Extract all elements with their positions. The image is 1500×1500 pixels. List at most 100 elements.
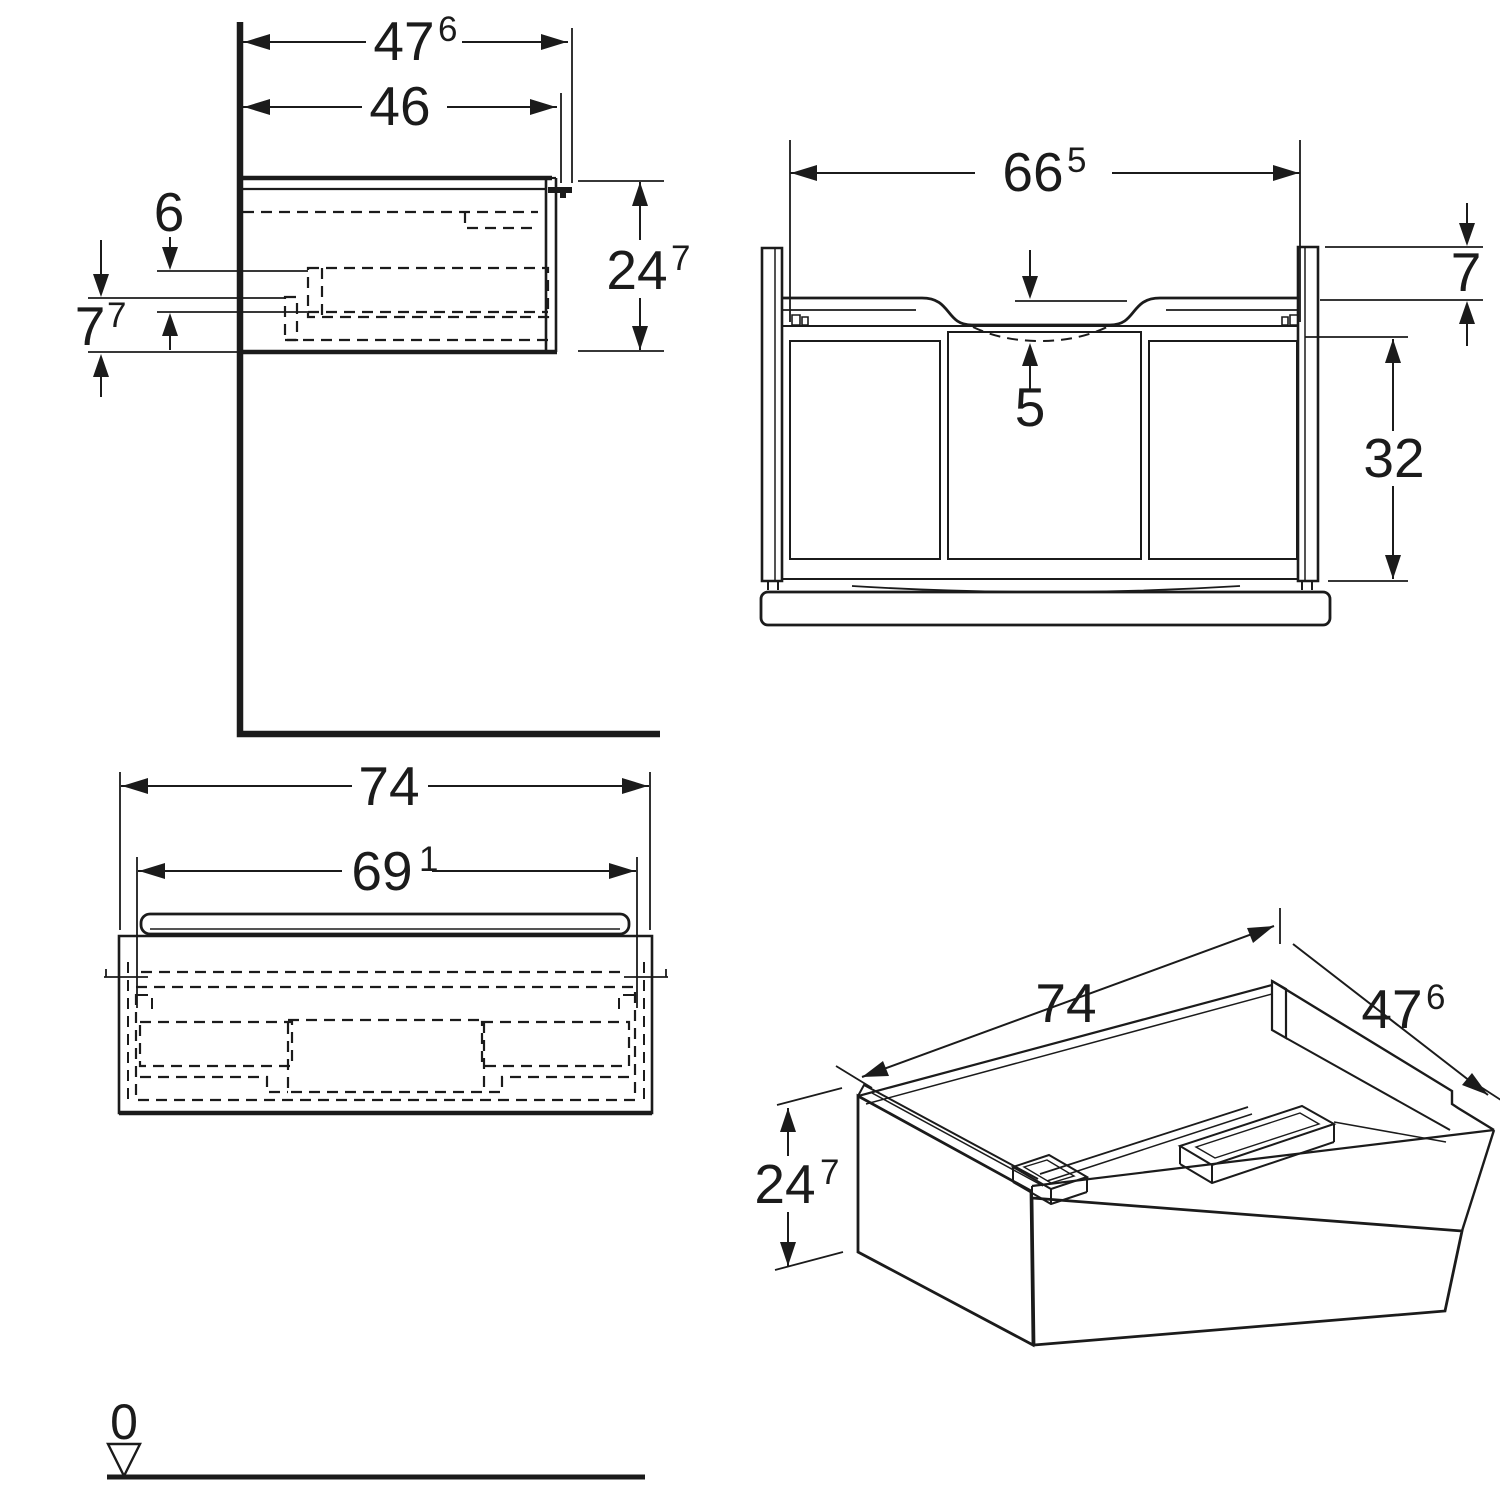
arrowhead-right xyxy=(1273,165,1299,181)
iso-dim-height: 24 7 xyxy=(754,1087,844,1271)
iso-floor-line-1 xyxy=(1039,1106,1249,1175)
arrowhead-up xyxy=(93,354,109,377)
iso-height-sup: 7 xyxy=(820,1153,839,1192)
arrowhead-left xyxy=(122,778,148,794)
iso-back-panel-top xyxy=(1271,979,1495,1132)
extension-stubs xyxy=(774,1087,844,1271)
iso-front-collar xyxy=(1010,1153,1090,1206)
arrowhead-right xyxy=(541,34,567,50)
arrowhead-right xyxy=(622,778,648,794)
arrowhead-up xyxy=(162,313,178,336)
arrowhead-right xyxy=(609,863,635,879)
perspective-view: 74 47 6 24 7 xyxy=(754,908,1500,1348)
front-right-clip xyxy=(1281,314,1299,326)
arrowhead-down xyxy=(1385,555,1401,579)
iso-front-face xyxy=(1030,1196,1464,1347)
dim-line xyxy=(1292,943,1489,1096)
front-inner-panel-middle xyxy=(947,331,1142,560)
iso-left-rail-inner xyxy=(871,1092,1044,1187)
plan-hidden-center-cutout xyxy=(286,1018,486,1094)
plan-dim-overall-width: 74 xyxy=(119,755,651,930)
front-dim-inner-clearance: 32 xyxy=(1305,336,1425,582)
plan-hinge-ticks xyxy=(104,969,668,978)
plan-inner-width-sup: 1 xyxy=(419,840,438,879)
side-cutout-height-label: 7 xyxy=(75,295,106,357)
side-cutout-offset-label: 6 xyxy=(154,181,185,243)
side-hidden-drawer-box xyxy=(306,266,550,319)
arrowhead-upper xyxy=(1247,926,1274,943)
extension-lines xyxy=(119,772,651,930)
side-height-label: 24 xyxy=(606,239,667,301)
front-dim-basin-recess: 5 xyxy=(1015,250,1127,438)
front-inner-panel-right xyxy=(1148,340,1298,560)
front-view: 66 5 7 5 32 xyxy=(759,140,1483,627)
datum-zero-label: 0 xyxy=(110,1394,138,1450)
front-dim-inner-width: 66 5 xyxy=(789,140,1301,322)
front-left-clip xyxy=(791,314,809,326)
arrowhead-up xyxy=(1459,301,1475,324)
dim-line xyxy=(861,925,1275,1078)
extension-lines xyxy=(136,857,638,1008)
plan-hidden-inner-wall xyxy=(134,985,637,1102)
plan-carcass-outline xyxy=(117,934,654,1115)
plan-hidden-left-box xyxy=(138,1020,294,1068)
side-overall-depth-sup: 6 xyxy=(438,10,457,49)
arrowhead-down xyxy=(93,274,109,297)
iso-floor-line-3 xyxy=(1333,1121,1447,1143)
front-inner-panel-left xyxy=(789,340,941,560)
front-drawer-front xyxy=(759,590,1332,627)
extension-stub-bottom xyxy=(1469,1079,1500,1101)
arrowhead-up xyxy=(1385,339,1401,363)
arrowhead-right xyxy=(530,99,556,115)
iso-depth-sup: 6 xyxy=(1426,978,1445,1017)
iso-height-label: 24 xyxy=(754,1153,815,1215)
arrowhead-left xyxy=(139,863,165,879)
iso-middle-collar-inner xyxy=(1194,1112,1321,1159)
arrowhead-lower xyxy=(862,1061,889,1077)
arrowhead-down xyxy=(1459,223,1475,246)
side-height-sup: 7 xyxy=(671,239,690,278)
iso-front-collar-inner xyxy=(1022,1159,1076,1184)
front-inner-clearance-label: 32 xyxy=(1363,427,1424,489)
extension-stub-bottom xyxy=(835,1065,873,1089)
iso-right-end-edge xyxy=(1460,1129,1496,1232)
side-section-view: 47 6 46 24 7 6 xyxy=(75,10,690,397)
arrowhead-down xyxy=(780,1242,796,1266)
side-dim-overall-depth: 47 6 xyxy=(243,10,573,183)
front-basin-recess-label: 5 xyxy=(1015,376,1046,438)
plan-hidden-corner-brackets xyxy=(137,994,634,1012)
front-left-panel xyxy=(760,246,784,583)
plan-view: 74 69 1 xyxy=(104,755,668,1116)
side-dim-height: 24 7 xyxy=(578,180,690,352)
plan-overall-width-label: 74 xyxy=(358,755,419,817)
plan-hidden-left-step xyxy=(140,1075,288,1094)
iso-middle-collar-top xyxy=(1177,1104,1337,1167)
plan-inner-width-label: 69 xyxy=(351,840,412,902)
side-body-depth-label: 46 xyxy=(369,75,430,137)
front-basin-rim-profile xyxy=(783,296,1297,327)
iso-back-rail-outer xyxy=(857,983,1273,1098)
front-inner-width-label: 66 xyxy=(1002,141,1063,203)
side-overall-depth-label: 47 xyxy=(373,10,434,72)
front-inner-width-sup: 5 xyxy=(1067,141,1086,180)
iso-depth-label: 47 xyxy=(1361,978,1422,1040)
side-handle-profile xyxy=(548,187,572,198)
extension-lines xyxy=(1320,246,1483,301)
side-hidden-recess-box xyxy=(283,295,299,342)
wall-line xyxy=(236,22,660,738)
side-dim-cutout-offset: 6 xyxy=(154,181,185,350)
wall-datum-line xyxy=(236,22,660,738)
extension-lines xyxy=(789,140,1301,322)
front-rim-height-label: 7 xyxy=(1451,241,1482,303)
iso-back-rail-inner xyxy=(865,993,1273,1105)
arrowhead-up xyxy=(632,182,648,206)
plan-hidden-right-step xyxy=(484,1075,629,1094)
arrowhead-left xyxy=(244,99,270,115)
iso-floor-line-2 xyxy=(1046,1113,1253,1182)
datum-level: 0 xyxy=(106,1394,645,1480)
extension-lines xyxy=(1305,336,1408,582)
plan-drawer-front-bar xyxy=(139,912,631,936)
arrowhead-up xyxy=(1022,343,1038,366)
